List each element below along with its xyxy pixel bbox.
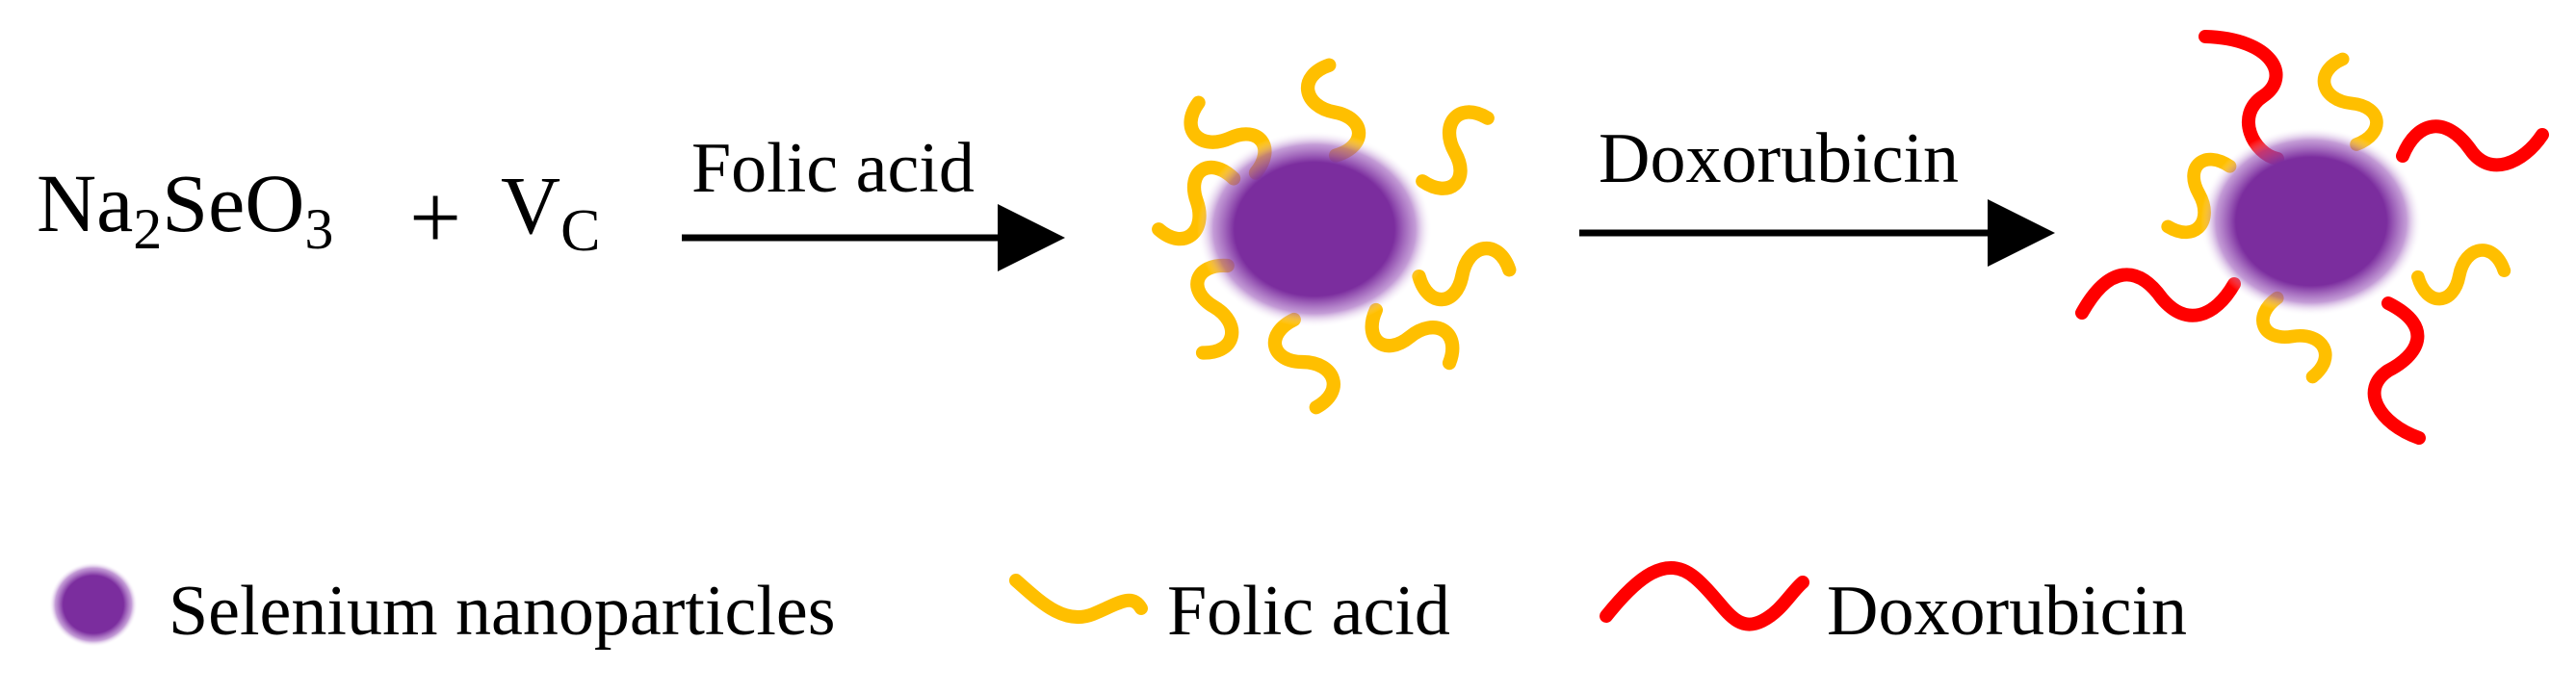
formula-seo: SeO	[162, 157, 305, 249]
reactant-formula: Na2SeO3	[37, 162, 333, 258]
selenium-nanoparticle-product	[2200, 127, 2422, 316]
legend-folic-acid-label: Folic acid	[1167, 572, 1450, 651]
formula-sub-3: 3	[304, 197, 334, 261]
legend-folic-acid-icon	[1009, 574, 1148, 625]
legend-doxorubicin-icon	[1600, 561, 1809, 631]
step-2-label: Doxorubicin	[1599, 119, 1960, 198]
vc-sub: C	[560, 198, 601, 264]
formula-sub-2: 2	[133, 197, 163, 261]
vc-main: V	[501, 159, 561, 251]
step-1-label: Folic acid	[691, 129, 975, 208]
legend-nanoparticle-label: Selenium nanoparticles	[169, 572, 836, 651]
legend-nanoparticle-icon	[49, 562, 138, 647]
plus-sign: +	[409, 166, 462, 269]
legend-doxorubicin-label: Doxorubicin	[1827, 572, 2188, 651]
se-np-folic-acid	[1150, 61, 1514, 410]
vitamin-c-label: VC	[501, 164, 600, 261]
formula-na: Na	[37, 157, 134, 249]
se-np-folic-acid-doxorubicin	[2075, 30, 2549, 445]
selenium-nanoparticle	[1197, 131, 1432, 327]
